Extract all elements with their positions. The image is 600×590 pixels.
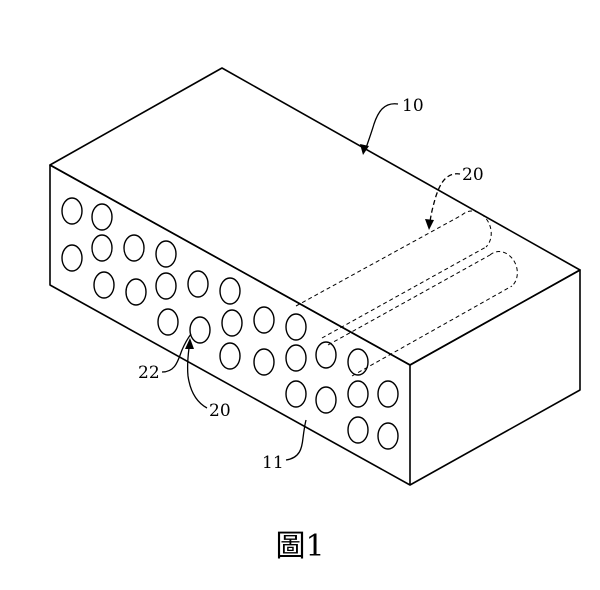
channel-opening [285, 344, 307, 372]
leader-20-front: 20 [185, 338, 231, 421]
channel-opening [253, 348, 275, 376]
channel-opening [285, 380, 307, 408]
figure-caption: 圖1 [275, 529, 324, 564]
channel-opening [61, 244, 83, 272]
leader-line-20-top [429, 173, 461, 223]
label-end-face: 11 [262, 453, 284, 473]
channel-opening [155, 272, 177, 300]
hidden-channel-1-end [461, 210, 492, 248]
end-face-holes [61, 197, 399, 450]
channel-opening [219, 342, 241, 370]
channel-opening [377, 422, 399, 450]
block-side-face [409, 269, 581, 486]
channel-opening [93, 271, 115, 299]
label-channel-top: 20 [462, 165, 484, 185]
channel-opening [125, 278, 147, 306]
channel-opening [347, 416, 369, 444]
leader-line-22 [161, 333, 192, 373]
channel-opening [189, 316, 211, 344]
channel-opening [347, 380, 369, 408]
channel-opening [315, 341, 337, 369]
channel-opening [377, 380, 399, 408]
label-block: 10 [402, 96, 424, 116]
channel-opening [157, 308, 179, 336]
arrow-head-20-top [425, 219, 434, 230]
channel-opening [219, 277, 241, 305]
leader-10: 10 [360, 96, 424, 155]
hidden-channel-1 [295, 214, 487, 339]
leader-22: 22 [138, 333, 192, 383]
channel-opening [91, 203, 113, 231]
channel-opening [61, 197, 83, 225]
arrow-head-10 [360, 144, 369, 155]
label-opening: 22 [138, 363, 160, 383]
channel-opening [187, 270, 209, 298]
channel-opening [221, 309, 243, 337]
leader-line-10 [365, 103, 399, 149]
leader-20-top: 20 [425, 165, 484, 230]
leader-11: 11 [262, 419, 307, 473]
hidden-channels [295, 210, 518, 377]
label-channel-front: 20 [209, 401, 231, 421]
leader-line-11 [285, 419, 307, 461]
channel-opening [123, 234, 145, 262]
channel-opening [253, 306, 275, 334]
leader-line-20-front [186, 347, 208, 409]
channel-opening [347, 348, 369, 376]
channel-opening [155, 240, 177, 268]
block-end-face [49, 164, 411, 486]
hidden-channel-2-end [489, 251, 518, 287]
channel-opening [285, 313, 307, 341]
channel-opening [315, 386, 337, 414]
block-outline [49, 67, 581, 486]
block-top-face [49, 67, 581, 366]
channel-opening [91, 234, 113, 262]
hidden-channel-2 [327, 254, 513, 377]
arrow-head-20-front [185, 338, 194, 349]
